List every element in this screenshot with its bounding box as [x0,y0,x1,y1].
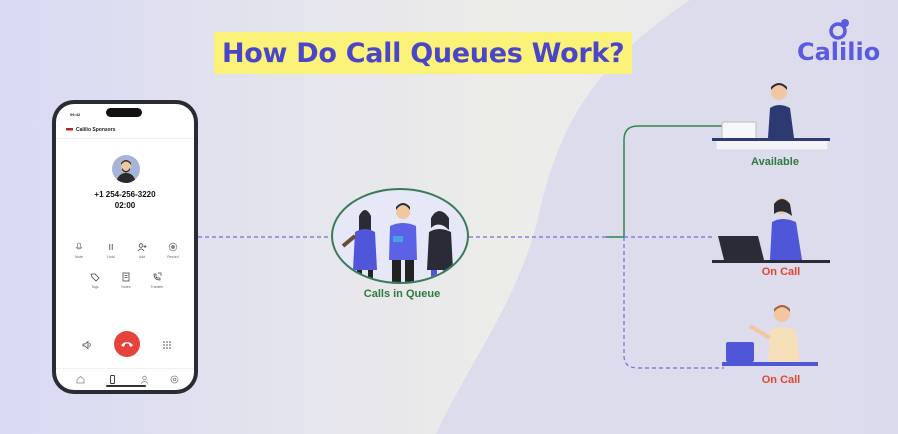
add-button[interactable]: Add [129,242,155,259]
status-time: 09:42 [70,112,81,117]
agent-oncall-illustration-1 [712,198,830,263]
notes-icon [122,272,130,282]
transfer-button[interactable]: Transfer [144,272,170,289]
dynamic-island [106,108,142,117]
microphone-icon [75,242,83,250]
hang-up-button[interactable] [114,331,140,357]
callers-illustration [341,203,453,282]
bottom-nav [56,368,194,390]
pause-icon [109,244,113,250]
add-person-icon [137,243,147,252]
agent-oncall-illustration-2 [722,305,818,366]
hold-button[interactable]: Hold [98,242,124,259]
tag-icon [90,273,100,282]
record-icon [168,242,178,252]
avatar [112,155,140,183]
agent-available-illustration [712,83,830,151]
sponsor-name: Calilio Sponsors [76,127,116,133]
mute-label: Mute [75,255,83,259]
queue-label: Calls in Queue [363,288,441,300]
record-button[interactable]: Record [160,242,186,259]
agent-status-oncall-2: On Call [761,374,801,386]
agent-status-oncall-1: On Call [761,266,801,278]
user-icon[interactable] [140,375,149,384]
tags-button[interactable]: Tags [82,272,108,289]
settings-icon[interactable] [170,375,179,384]
calilio-logo-icon [829,19,849,40]
logo-text: Calilio [797,38,881,66]
dialpad-icon[interactable] [162,340,172,350]
mobile-icon[interactable] [108,375,117,384]
call-timer: 02:00 [114,201,136,210]
add-label: Add [138,255,146,259]
transfer-label: Transfer [150,285,164,289]
phone-screen: 09:42 Calilio Sponsors +1 254-256-3220 0… [56,104,194,390]
phone-hangup-icon [121,342,133,347]
queue-illustration [331,188,469,284]
home-indicator [106,385,146,387]
divider [56,138,194,139]
home-icon[interactable] [76,375,85,384]
status-bar: 09:42 [56,104,194,120]
transfer-icon [153,272,162,281]
agent-status-available: Available [751,156,799,168]
tags-label: Tags [91,285,99,289]
us-flag-icon [66,127,73,133]
phone-number: +1 254-256-3220 [94,190,156,199]
notes-button[interactable]: Notes [113,272,139,289]
record-label: Record [167,255,179,259]
mute-button[interactable]: Mute [66,242,92,259]
sponsor-header: Calilio Sponsors [66,127,115,133]
title-banner: How Do Call Queues Work? [214,32,633,74]
notes-label: Notes [121,285,131,289]
logo: Calilio [793,18,883,68]
page-title: How Do Call Queues Work? [222,37,625,69]
hold-label: Hold [107,255,115,259]
speaker-icon[interactable] [82,340,92,350]
phone-mockup: 09:42 Calilio Sponsors +1 254-256-3220 0… [52,100,198,394]
